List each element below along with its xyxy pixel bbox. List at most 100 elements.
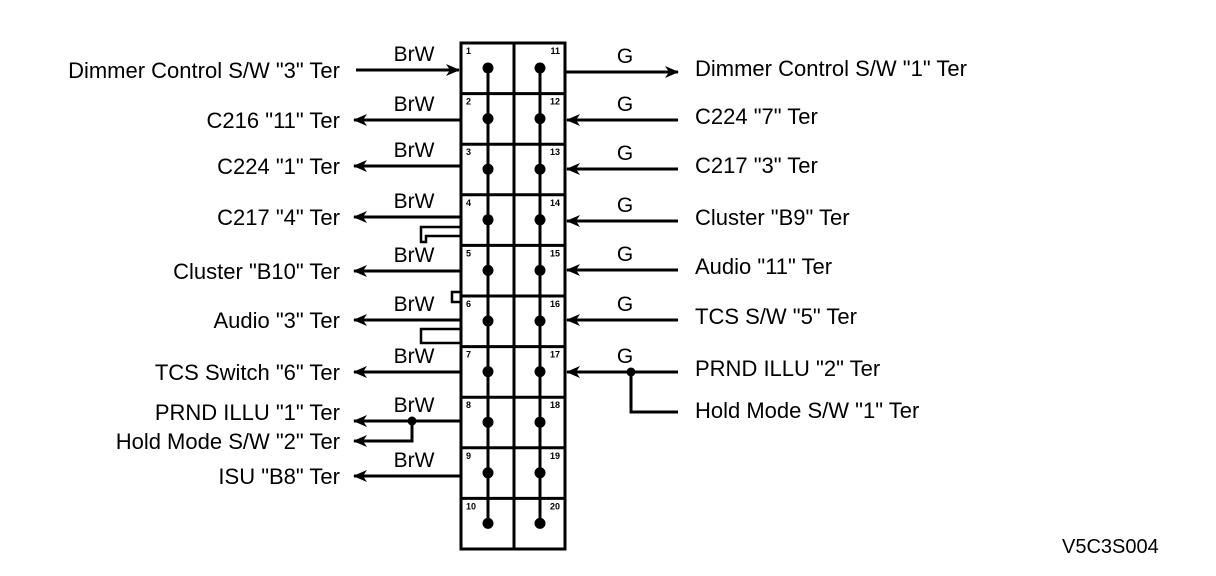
pin-number: 10 (466, 501, 476, 511)
pin-number: 5 (466, 248, 471, 258)
pin-number: 20 (550, 501, 560, 511)
pin-dot (534, 467, 546, 479)
pin-dot (534, 517, 546, 529)
pin-number: 18 (550, 400, 560, 410)
terminal-label: Cluster "B10" Ter (173, 259, 340, 284)
pin-dot (534, 315, 546, 327)
figure-code: V5C3S004 (1062, 536, 1159, 558)
splice-dot (626, 367, 636, 377)
terminal-label: TCS Switch "6" Ter (155, 360, 340, 385)
terminal-label: Hold Mode S/W "2" Ter (116, 429, 340, 454)
pin-dot (534, 113, 546, 125)
pin-number: 8 (466, 400, 471, 410)
pin-dot (482, 416, 494, 428)
wire-pin-13: G C217 "3" Ter (566, 142, 818, 178)
wire-color-label: BrW (394, 394, 435, 417)
wire-color-label: BrW (394, 93, 435, 116)
wire-pin-9: BrW ISU "B8" Ter (218, 449, 461, 489)
wire-color-label: G (617, 293, 633, 316)
terminal-label: C217 "3" Ter (695, 153, 818, 178)
wire-pin-3: BrW C224 "1" Ter (217, 139, 461, 179)
wire-pin-16: G TCS S/W "5" Ter (566, 293, 857, 329)
branch-wire (629, 372, 678, 414)
wire-color-label: G (617, 345, 633, 368)
terminal-label: Dimmer Control S/W "3" Ter (68, 58, 340, 83)
splice-dot (407, 416, 417, 426)
pin-dot (482, 467, 494, 479)
terminal-label: C217 "4" Ter (217, 205, 340, 230)
pin-number: 17 (550, 350, 560, 360)
pin-dot (534, 163, 546, 175)
pin-dot (482, 366, 494, 378)
wire-pin-4: BrW C217 "4" Ter (217, 190, 461, 230)
pin-number: 9 (466, 451, 471, 461)
jumper-6-7 (419, 327, 461, 345)
wire-pin-2: BrW C216 "11" Ter (207, 93, 461, 133)
wire-pin-11: G Dimmer Control S/W "1" Ter (565, 45, 967, 81)
terminal-label: Cluster "B9" Ter (695, 205, 850, 230)
terminal-label: C224 "1" Ter (217, 154, 340, 179)
pin-number: 4 (466, 198, 471, 208)
pin-dot (482, 163, 494, 175)
wire-pin-1: BrW Dimmer Control S/W "3" Ter (68, 43, 460, 83)
wire-pin-14: G Cluster "B9" Ter (566, 194, 850, 230)
wire-color-label: BrW (394, 449, 435, 472)
wire-pin-5: BrW Cluster "B10" Ter (173, 244, 461, 284)
terminal-label: TCS S/W "5" Ter (695, 304, 857, 329)
pin-number: 13 (550, 147, 560, 157)
pin-number: 6 (466, 299, 471, 309)
terminal-label: PRND ILLU "1" Ter (155, 400, 340, 425)
terminal-label: C216 "11" Ter (207, 108, 340, 133)
pin-number: 7 (466, 350, 471, 360)
pin-number: 12 (550, 97, 560, 107)
pin-dot (534, 62, 546, 74)
arrow-out-branch (353, 421, 414, 447)
terminal-label: C224 "7" Ter (695, 104, 818, 129)
wire-color-label: BrW (394, 345, 435, 368)
pin-number: 16 (550, 299, 560, 309)
jumper-group (419, 225, 461, 345)
pin-dot (482, 315, 494, 327)
jumper-4-5 (419, 225, 461, 244)
pin-number: 1 (466, 46, 471, 56)
wire-color-label: G (617, 142, 633, 165)
terminal-label: ISU "B8" Ter (218, 464, 340, 489)
pin-number: 14 (550, 198, 560, 208)
pin-dot (534, 416, 546, 428)
pin-dot (534, 366, 546, 378)
pin-dot (482, 214, 494, 226)
pin-dot (482, 62, 494, 74)
wire-pin-7: BrW TCS Switch "6" Ter (155, 345, 461, 385)
pin-dot (482, 264, 494, 276)
wire-color-label: BrW (394, 190, 435, 213)
pin-number: 2 (466, 97, 471, 107)
wire-color-label: BrW (394, 43, 435, 66)
wire-color-label: BrW (394, 139, 435, 162)
pin-dot (482, 113, 494, 125)
terminal-label: Audio "3" Ter (213, 308, 340, 333)
jumper-5-6 (450, 290, 461, 304)
wire-color-label: G (617, 243, 633, 266)
terminal-label: Dimmer Control S/W "1" Ter (695, 56, 967, 81)
wire-color-label: BrW (394, 244, 435, 267)
pin-dot (534, 264, 546, 276)
pin-number: 11 (550, 46, 560, 56)
pin-dot (534, 214, 546, 226)
wire-color-label: G (617, 45, 633, 68)
pin-dot (482, 517, 494, 529)
wire-pin-15: G Audio "11" Ter (566, 243, 832, 279)
pin-number: 3 (466, 147, 471, 157)
terminal-label: PRND ILLU "2" Ter (695, 356, 880, 381)
wire-color-label: G (617, 194, 633, 217)
terminal-label: Hold Mode S/W "1" Ter (695, 398, 919, 423)
pin-number: 15 (550, 248, 560, 258)
terminal-label: Audio "11" Ter (695, 254, 832, 279)
